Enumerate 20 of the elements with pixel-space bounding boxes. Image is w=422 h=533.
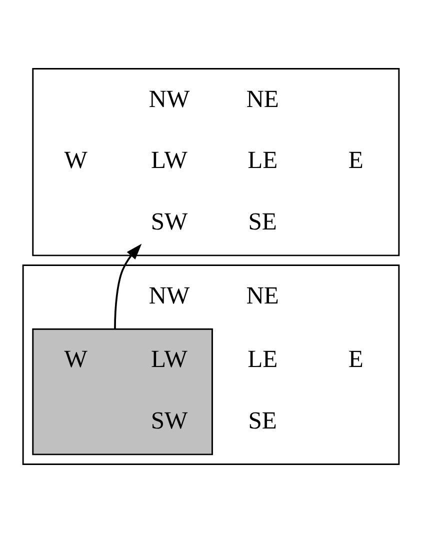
node-text: NW (148, 282, 190, 310)
cluster (32, 328, 213, 456)
node-text: LE (248, 346, 278, 374)
node-text: E (348, 147, 364, 174)
cluster (32, 68, 400, 256)
node-text: SE (248, 208, 277, 236)
node-text: SW (150, 208, 188, 236)
node-text: NE (246, 86, 279, 113)
node-text: NE (246, 282, 279, 310)
cluster (22, 264, 400, 465)
node-text: SW (150, 408, 188, 435)
node-text: W (64, 147, 88, 174)
node-text: LW (151, 346, 188, 374)
node-text: LW (151, 147, 188, 174)
node-text: W (64, 346, 88, 374)
node-text: E (348, 346, 364, 374)
arrow (114, 244, 142, 330)
node-text: LE (248, 147, 278, 174)
node-text: SE (248, 408, 277, 435)
node-text: NW (148, 86, 190, 113)
